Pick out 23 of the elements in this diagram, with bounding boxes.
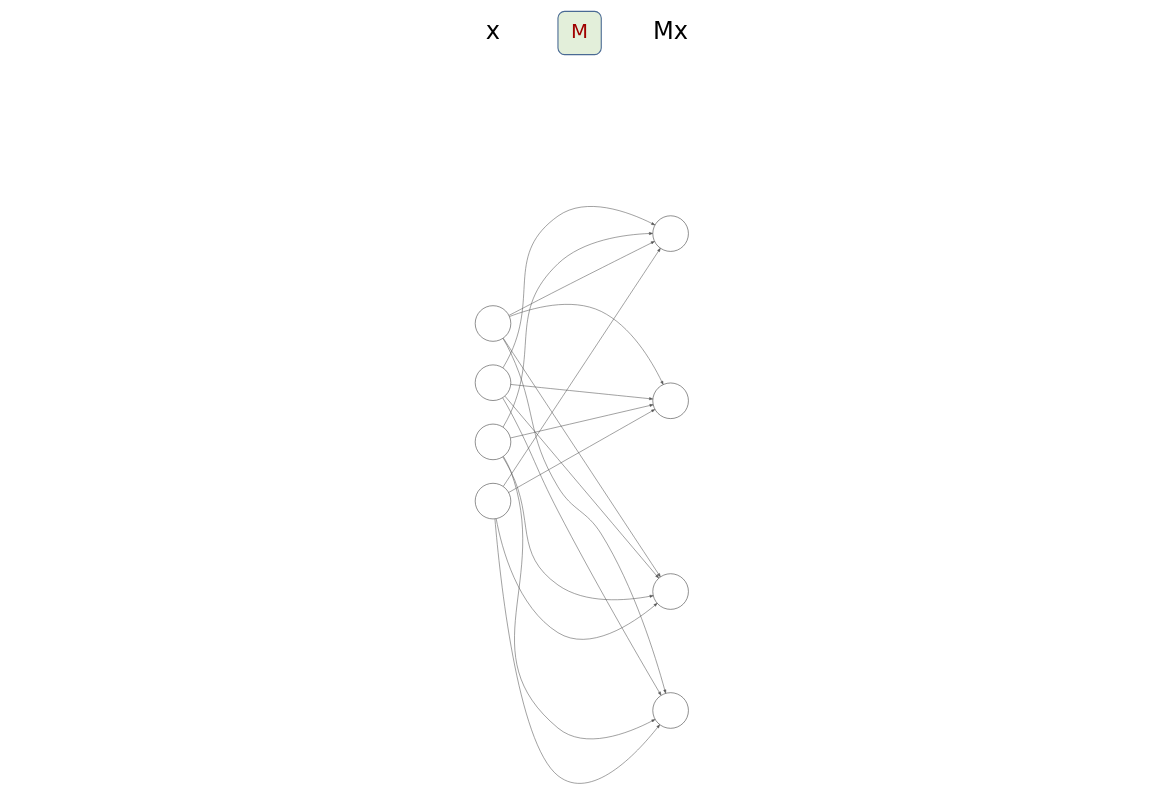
arrow	[509, 404, 653, 439]
node-circle	[474, 483, 511, 520]
arrow	[502, 338, 661, 578]
arrow	[495, 518, 657, 640]
node-circle	[474, 364, 511, 401]
arrow	[508, 409, 655, 493]
arrow	[502, 232, 653, 428]
arrow	[502, 338, 666, 694]
arrow	[494, 518, 660, 784]
label: Mx	[652, 17, 688, 46]
arrow	[504, 395, 659, 579]
arrow	[510, 384, 653, 401]
node-circle	[474, 423, 511, 460]
arrow	[508, 304, 663, 385]
node-circle	[474, 305, 511, 342]
arrow	[501, 397, 661, 696]
node-box: M	[556, 10, 602, 56]
arrow	[502, 206, 655, 369]
label: x	[485, 17, 500, 46]
arrow	[502, 456, 655, 740]
arrow	[502, 248, 661, 487]
arrow	[502, 456, 654, 601]
arrow	[508, 241, 655, 316]
